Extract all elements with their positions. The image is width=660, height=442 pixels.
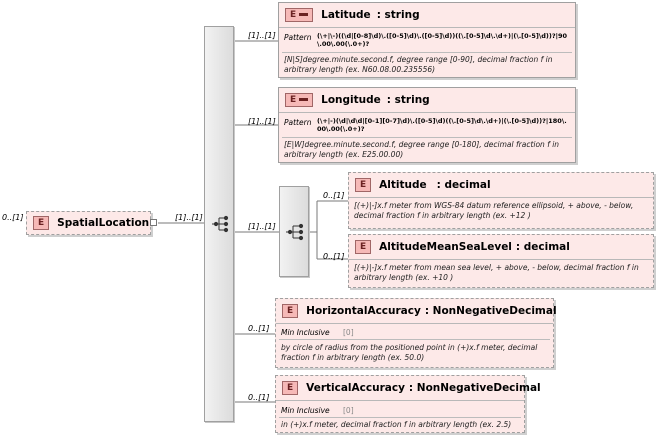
element-name: Longitude [321,94,381,106]
element-vertical-accuracy[interactable]: E VerticalAccuracy : NonNegativeDecimal … [275,375,541,433]
element-name: AltitudeMeanSeaLevel [379,241,512,253]
element-type: : NonNegativeDecimal [424,305,557,317]
altitude-msl-cardinality: 0..[1] [323,252,345,261]
facet-label: Min Inclusive [281,328,330,337]
element-name: HorizontalAccuracy [306,305,421,317]
element-name: SpatialLocation [57,217,150,229]
facet-value: (\+|\-)((\d|[0-8]\d)\.([0-5]\d)\.([0-5]\… [317,32,568,48]
documentation: in (+)x.f meter, decimal fraction f in a… [281,420,512,429]
element-name: Latitude [321,9,371,21]
element-type: : NonNegativeDecimal [408,382,541,394]
element-icon: E [355,240,372,254]
facet-label: Min Inclusive [281,406,330,415]
divider [279,339,550,340]
latitude-cardinality: [1]..[1] [248,31,276,40]
choice-compositor[interactable] [279,186,309,277]
divider [279,417,521,418]
element-latitude[interactable]: E Latitude : string Pattern (\+|\-)((\d|… [278,2,576,78]
element-altitude-mean-sea-level[interactable]: E AltitudeMeanSeaLevel : decimal [(+)|-]… [348,234,654,288]
element-name: VerticalAccuracy [306,382,405,394]
root-cardinality: 0..[1] [2,213,24,222]
collapse-toggle[interactable] [150,219,157,226]
sequence-cardinality: [1]..[1] [175,213,203,222]
vertical-accuracy-cardinality: 0..[1] [248,393,270,402]
element-icon: E [282,381,299,395]
element-type: : decimal [436,179,491,191]
altitude-cardinality: 0..[1] [323,191,345,200]
element-type: : decimal [515,241,570,253]
longitude-cardinality: [1]..[1] [248,117,276,126]
documentation: [N|S]degree.minute.second.f, degree rang… [284,55,553,74]
divider [282,137,572,138]
horizontal-accuracy-cardinality: 0..[1] [248,324,270,333]
element-type: : string [386,94,430,106]
element-horizontal-accuracy[interactable]: E HorizontalAccuracy : NonNegativeDecima… [275,298,557,368]
element-icon: E [355,178,372,192]
element-icon: E [285,93,314,107]
choice-icon [286,223,304,241]
sequence-compositor[interactable] [204,26,234,422]
element-icon: E [33,216,50,230]
documentation: [(+)|-]x.f meter from mean sea level, + … [354,263,639,282]
facet-value: [0] [343,328,354,337]
element-longitude[interactable]: E Longitude : string Pattern (\+|-)(\d|\… [278,87,576,163]
root-element-spatial-location[interactable]: E SpatialLocation [26,211,151,235]
divider [282,52,572,53]
documentation: by circle of radius from the positioned … [281,343,538,362]
facet-label: Pattern [284,118,312,127]
element-altitude[interactable]: E Altitude : decimal [(+)|-]x.f meter fr… [348,172,654,229]
facet-value: [0] [343,406,354,415]
choice-cardinality: [1]..[1] [248,222,276,231]
facet-label: Pattern [284,33,312,42]
element-icon: E [282,304,299,318]
element-name: Altitude [379,179,427,191]
facet-value: (\+|-)(\d|\d\d|[0-1][0-7]\d)\.([0-5]\d)(… [317,117,567,133]
element-icon: E [285,8,314,22]
documentation: [E|W]degree.minute.second.f, degree rang… [284,140,560,159]
element-type: : string [376,9,420,21]
sequence-icon [212,215,229,233]
documentation: [(+)|-]x.f meter from WGS-84 datum refer… [354,201,634,220]
